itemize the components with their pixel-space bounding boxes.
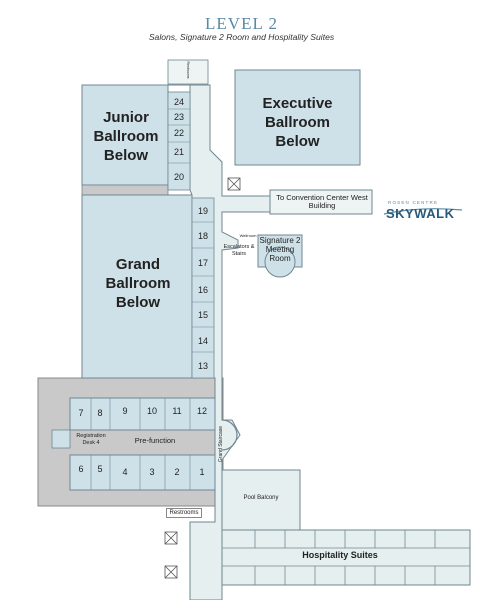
hospitality-suites-label: Hospitality Suites bbox=[302, 550, 378, 560]
map-title: LEVEL 2 bbox=[205, 14, 278, 33]
restrooms-top-label: Restrooms bbox=[186, 61, 190, 79]
restrooms-top-shape bbox=[167, 59, 209, 85]
room-22: 22 bbox=[173, 128, 184, 138]
grand-staircase-label: Grand Staircase bbox=[218, 425, 224, 463]
skywalk-brand-top: ROSEN CENTRE bbox=[388, 200, 439, 205]
room-24: 24 bbox=[173, 97, 184, 107]
room-18: 18 bbox=[197, 231, 208, 241]
room-20: 20 bbox=[173, 172, 184, 182]
room-17: 17 bbox=[197, 258, 208, 268]
room-23: 23 bbox=[173, 112, 184, 122]
convention-center-label: To Convention Center West Building bbox=[276, 193, 368, 210]
registration-desk-shape bbox=[51, 429, 71, 449]
skywalk-brand: SKYWALK bbox=[386, 206, 455, 221]
grand-ballroom-area bbox=[81, 194, 193, 379]
room-9: 9 bbox=[122, 406, 128, 416]
restrooms-label: Restrooms bbox=[166, 508, 202, 518]
room-15: 15 bbox=[197, 310, 208, 320]
hospitality-suites-block bbox=[221, 529, 471, 586]
executive-ballroom-area bbox=[234, 69, 361, 166]
room-21: 21 bbox=[173, 147, 184, 157]
room-4: 4 bbox=[122, 467, 128, 477]
room-19: 19 bbox=[197, 206, 208, 216]
pool-balcony-area bbox=[221, 469, 301, 531]
grand-staircase-shape bbox=[221, 419, 238, 451]
escalators-label: Escalators & Stairs bbox=[223, 244, 255, 257]
room-13: 13 bbox=[197, 361, 208, 371]
room-2: 2 bbox=[174, 467, 180, 477]
skywalk-swoosh bbox=[383, 208, 463, 215]
prefunction-label: Pre-function bbox=[134, 436, 176, 445]
junior-ballroom-label: Junior Ballroom Below bbox=[93, 109, 159, 164]
room-14: 14 bbox=[197, 336, 208, 346]
room-7: 7 bbox=[78, 408, 84, 418]
room-5: 5 bbox=[97, 464, 103, 474]
walkway bbox=[269, 189, 373, 215]
pool-balcony-label: Pool Balcony bbox=[243, 495, 279, 501]
room-10: 10 bbox=[146, 406, 157, 416]
room-3: 3 bbox=[149, 467, 155, 477]
room-1: 1 bbox=[199, 467, 205, 477]
room-16: 16 bbox=[197, 285, 208, 295]
grand-ballroom-label: Grand Ballroom Below bbox=[105, 256, 171, 311]
room-11: 11 bbox=[172, 406, 182, 416]
room-12: 12 bbox=[196, 406, 207, 416]
executive-ballroom-label: Executive Ballroom Below bbox=[262, 95, 333, 150]
map-subtitle: Salons, Signature 2 Room and Hospitality… bbox=[148, 32, 335, 42]
wellroom-label: Wellroom bbox=[239, 233, 257, 238]
room-6: 6 bbox=[78, 464, 84, 474]
signature-2-label: Signature 2 Meeting Room bbox=[259, 236, 301, 263]
room-8: 8 bbox=[97, 408, 103, 418]
registration-label: Registration Desk 4 bbox=[76, 433, 106, 446]
